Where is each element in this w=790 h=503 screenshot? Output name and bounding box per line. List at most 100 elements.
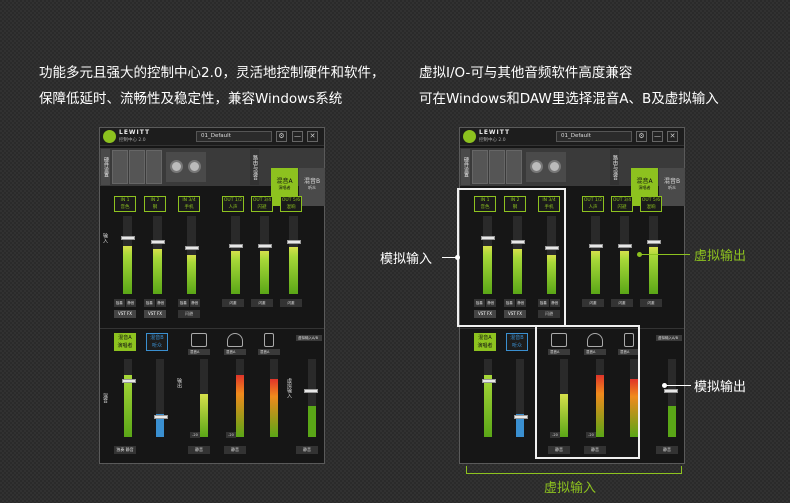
mix-b-fader[interactable] <box>514 415 528 419</box>
minimize-button[interactable]: — <box>652 131 663 142</box>
preset-dropdown[interactable]: 01_Default <box>556 131 632 142</box>
dodge-button[interactable]: 闪避 <box>178 310 200 318</box>
monitor-knob[interactable] <box>170 160 183 173</box>
virtual-output-2-fader[interactable] <box>258 244 272 248</box>
meter-fill <box>668 405 676 437</box>
mute-button[interactable]: 静音 <box>189 299 200 307</box>
solo-button[interactable]: 独奏 <box>114 299 125 307</box>
input-3-settings[interactable] <box>146 150 162 184</box>
dodge-button[interactable]: 闪避 <box>582 299 604 307</box>
solo-button[interactable]: 独奏 <box>144 299 155 307</box>
output-1-dropdown[interactable]: 混音A <box>548 349 570 355</box>
gear-icon[interactable]: ⚙ <box>276 131 287 142</box>
vst-fx-button[interactable]: VST FX <box>474 310 496 318</box>
virtual-output-3-fader[interactable] <box>287 240 301 244</box>
minimize-button[interactable]: — <box>292 131 303 142</box>
solo-button[interactable]: 独奏 <box>504 299 515 307</box>
virtual-out-fader[interactable] <box>304 389 318 393</box>
dodge-button[interactable]: 闪避 <box>222 299 244 307</box>
virtual-out-mute[interactable]: 静音 <box>296 446 318 454</box>
virtual-out-dropdown[interactable]: 虚拟输入A/B <box>656 335 682 341</box>
input-2-settings[interactable] <box>129 150 145 184</box>
input-2-fader[interactable] <box>151 240 165 244</box>
preset-dropdown[interactable]: 01_Default <box>196 131 272 142</box>
virtual-input-fader[interactable] <box>545 246 559 250</box>
vst-fx-button[interactable]: VST FX <box>114 310 136 318</box>
mute-button[interactable]: 静音 <box>485 299 496 307</box>
mix-a-fader[interactable] <box>122 379 136 383</box>
solo-button[interactable]: 独奏 <box>178 299 189 307</box>
virtual-input-meter <box>187 216 196 294</box>
virtual-output-1-fader[interactable] <box>589 244 603 248</box>
dodge-button[interactable]: 闪避 <box>611 299 633 307</box>
output-2-dropdown[interactable]: 混音A <box>224 349 246 355</box>
mute-button[interactable]: 静音 <box>125 447 134 452</box>
virtual-output-3-fader[interactable] <box>647 240 661 244</box>
monitor-box <box>526 152 566 182</box>
headphone-knob[interactable] <box>188 160 201 173</box>
virtual-output-1-fader[interactable] <box>229 244 243 248</box>
input-2-fader[interactable] <box>511 240 525 244</box>
virtual-output-2-fader[interactable] <box>618 244 632 248</box>
hw-settings-tag: 硬件设置 <box>461 149 470 185</box>
dodge-button[interactable]: 闪避 <box>538 310 560 318</box>
vst-fx-button[interactable]: VST FX <box>504 310 526 318</box>
input-2-buttons: 独奏静音 <box>504 299 526 307</box>
input-1-fader[interactable] <box>481 236 495 240</box>
input-1-settings[interactable] <box>112 150 128 184</box>
dodge-button[interactable]: 闪避 <box>640 299 662 307</box>
gear-icon[interactable]: ⚙ <box>636 131 647 142</box>
monitor-knob[interactable] <box>530 160 543 173</box>
control-center-window-left: LEWITT 控制中心 2.0 01_Default ⚙ — ✕ 硬件设置 路由… <box>99 127 325 464</box>
meter-fill <box>596 374 604 437</box>
virtual-out-dropdown[interactable]: 虚拟输入A/B <box>296 335 322 341</box>
input-1-settings[interactable] <box>472 150 488 184</box>
output-3-dropdown[interactable]: 混音A <box>258 349 280 355</box>
output-3-dropdown[interactable]: 混音A <box>618 349 640 355</box>
mix-a-fader[interactable] <box>482 379 496 383</box>
output-2-mute[interactable]: 静音 <box>224 446 246 454</box>
virtual-out-fader[interactable] <box>664 389 678 393</box>
virtual-out-meter <box>668 359 676 437</box>
output-2-dropdown[interactable]: 混音A <box>584 349 606 355</box>
meter-fill <box>591 251 600 294</box>
meter-fill <box>513 248 522 294</box>
mute-button[interactable]: 静音 <box>549 299 560 307</box>
lewitt-logo-icon <box>103 130 116 143</box>
virtual-out-mute[interactable]: 静音 <box>656 446 678 454</box>
dodge-button[interactable]: 闪避 <box>251 299 273 307</box>
virtual-input-fader[interactable] <box>185 246 199 250</box>
meter-fill <box>231 251 240 294</box>
input-2-settings[interactable] <box>489 150 505 184</box>
output-1-dropdown[interactable]: 混音A <box>188 349 210 355</box>
mute-button[interactable]: 静音 <box>515 299 526 307</box>
close-button[interactable]: ✕ <box>307 131 318 142</box>
solo-button[interactable]: 独奏 <box>538 299 549 307</box>
vst-fx-button[interactable]: VST FX <box>144 310 166 318</box>
output-1-mute[interactable]: 静音 <box>188 446 210 454</box>
meter-fill <box>308 405 316 437</box>
output-1-mute[interactable]: 静音 <box>548 446 570 454</box>
control-center-window-right: LEWITT 控制中心 2.0 01_Default ⚙ — ✕ 硬件设置 路由… <box>459 127 685 464</box>
input-3-settings[interactable] <box>506 150 522 184</box>
input-1-fader[interactable] <box>121 236 135 240</box>
mute-button[interactable]: 静音 <box>125 299 136 307</box>
dodge-button[interactable]: 闪避 <box>280 299 302 307</box>
solo-button[interactable]: 独奏 <box>116 447 125 452</box>
mute-button[interactable]: 静音 <box>155 299 166 307</box>
headphone-knob[interactable] <box>548 160 561 173</box>
output-2-mute[interactable]: 静音 <box>584 446 606 454</box>
close-button[interactable]: ✕ <box>667 131 678 142</box>
mix-b-fader[interactable] <box>154 415 168 419</box>
monitor-box <box>166 152 206 182</box>
solo-button[interactable]: 独奏 <box>474 299 485 307</box>
